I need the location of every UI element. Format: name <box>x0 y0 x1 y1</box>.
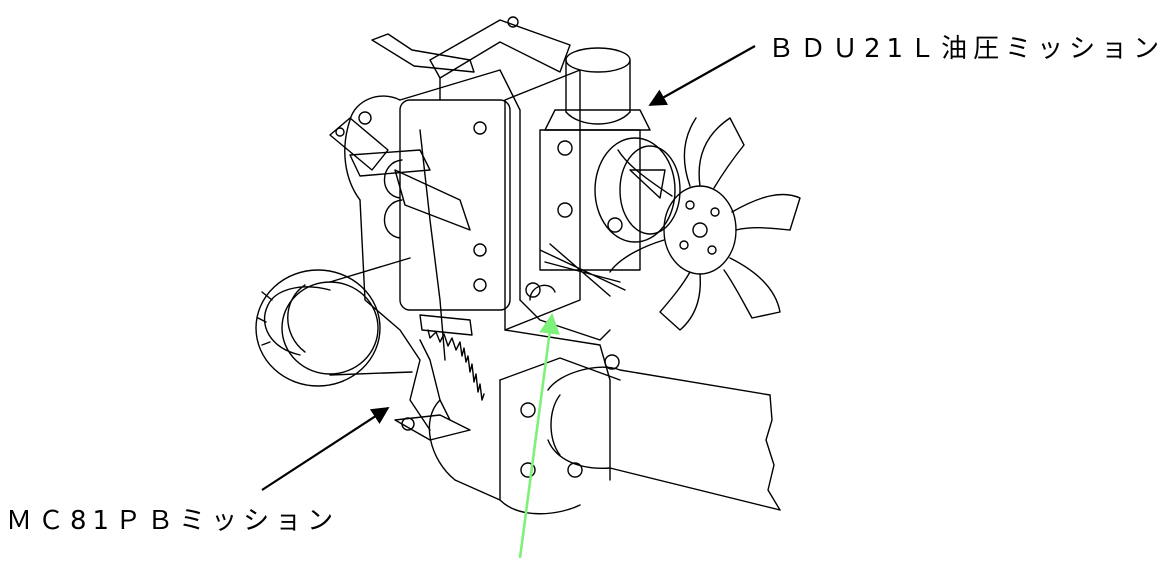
lower-housing <box>428 329 621 515</box>
label-bdu21l-hydraulic-mission: ＢＤＵ21Ｌ油圧ミッション <box>768 34 1163 64</box>
gearbox-housing <box>344 69 611 431</box>
line-drawing <box>255 16 801 515</box>
cooling-fan <box>609 117 801 331</box>
label-mc81pb-mission: ＭＣ81ＰＢミッション <box>6 506 340 536</box>
left-brackets <box>329 117 471 231</box>
hydraulic-pump <box>525 47 651 301</box>
leader-arrow-bdu <box>648 45 756 106</box>
spring-lever <box>394 314 485 441</box>
leader-arrow-mc <box>261 407 390 491</box>
left-axle-tube <box>255 257 413 387</box>
top-cover <box>371 16 571 101</box>
fan-pulley <box>594 137 681 243</box>
green-indicator-arrow <box>518 312 560 559</box>
right-axle-tube <box>547 366 781 511</box>
